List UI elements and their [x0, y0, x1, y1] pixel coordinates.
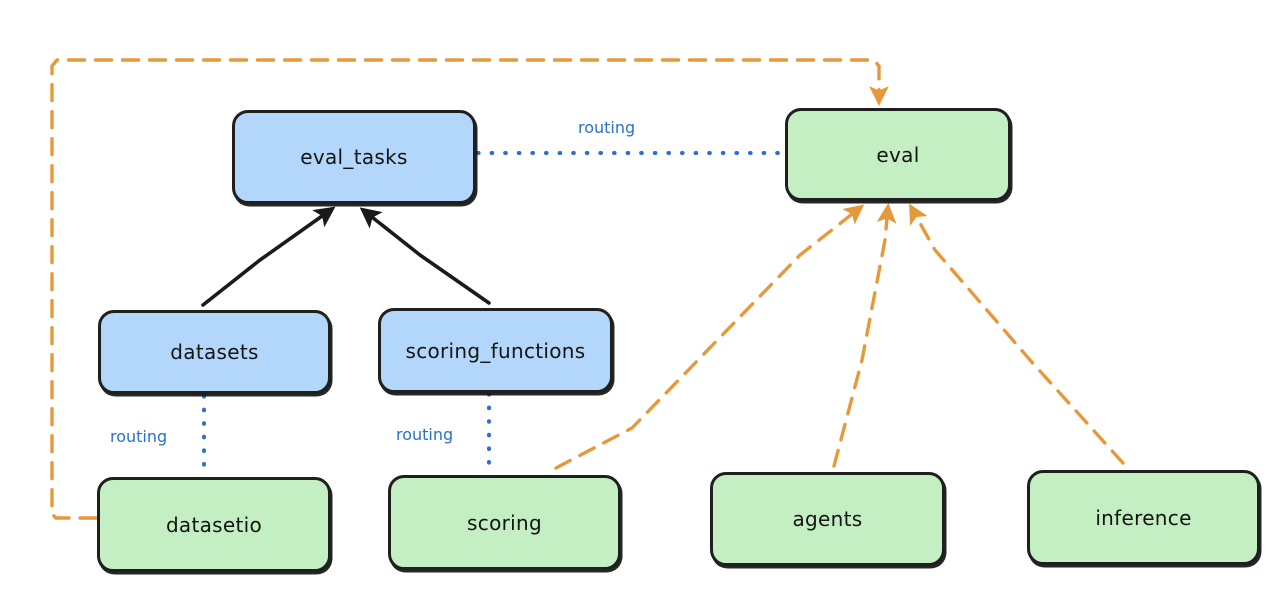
node-label: datasets: [170, 340, 259, 364]
node-datasetio[interactable]: datasetio: [97, 477, 331, 572]
edge-label-routing-eval-tasks-eval: routing: [578, 118, 636, 137]
edge-inference-to-eval: [909, 203, 1125, 465]
node-agents[interactable]: agents: [710, 472, 945, 566]
edge-scoring-functions-to-eval-tasks: [359, 207, 491, 305]
edge-label-routing-scoring-functions-scoring: routing: [396, 425, 454, 444]
node-inference[interactable]: inference: [1027, 470, 1260, 565]
node-label: eval: [876, 142, 920, 167]
node-label: eval_tasks: [300, 145, 408, 169]
node-scoring-functions[interactable]: scoring_functions: [378, 308, 613, 393]
node-label: agents: [792, 507, 863, 531]
node-datasets[interactable]: datasets: [98, 310, 331, 394]
node-label: scoring: [467, 510, 542, 535]
node-scoring[interactable]: scoring: [388, 475, 621, 570]
node-label: inference: [1095, 505, 1192, 530]
node-eval[interactable]: eval: [785, 108, 1011, 201]
edge-datasets-to-eval-tasks: [201, 206, 336, 307]
edge-agents-to-eval: [832, 203, 897, 468]
node-label: scoring_functions: [405, 338, 586, 363]
node-label: datasetio: [165, 512, 263, 537]
edge-label-routing-datasets-datasetio: routing: [110, 427, 168, 446]
node-eval-tasks[interactable]: eval_tasks: [232, 110, 476, 204]
